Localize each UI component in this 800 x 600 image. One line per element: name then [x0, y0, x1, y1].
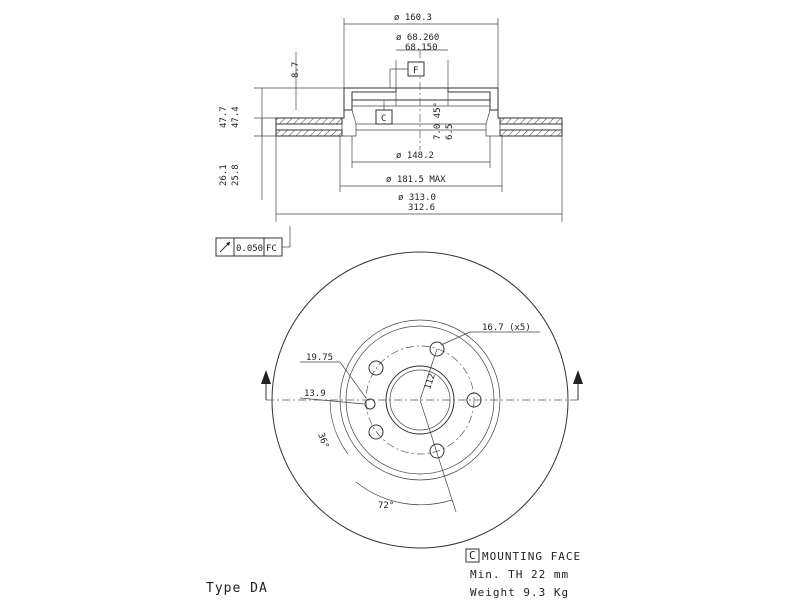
- mounting-face-box: [465, 548, 480, 563]
- runout-ref: FC: [266, 244, 277, 254]
- section-arrow-left: [261, 370, 271, 384]
- bolt-hole: [368, 360, 384, 376]
- mounting-face-box-label: C: [469, 549, 477, 562]
- hat-circle: [339, 319, 501, 481]
- bolt-hole: [368, 424, 384, 440]
- legend: C MOUNTING FACE Min. TH 22 mm Weight 9.3…: [465, 548, 581, 599]
- left-upper-plate: [275, 117, 343, 125]
- dim-angle-36: 36°: [315, 432, 330, 451]
- dim-angle-7-0: 7.0 45°: [433, 102, 443, 140]
- datum-f-label: F: [413, 66, 418, 76]
- dim-thick-26-1: 26.1: [219, 164, 229, 186]
- dim-hole-16-7: 16.7 (x5): [482, 323, 531, 333]
- dim-dia-68-260: ø 68.260: [396, 33, 439, 43]
- dim-thick-25-8: 25.8: [231, 164, 241, 186]
- type-label: Type DA: [206, 581, 268, 596]
- dim-hole-13-9: 13.9: [304, 389, 326, 399]
- weight-label: Weight 9.3 Kg: [470, 586, 569, 599]
- right-upper-plate: [499, 117, 563, 125]
- runout-value: 0.050: [236, 244, 263, 254]
- datum-c-label: C: [381, 114, 386, 124]
- min-thickness-label: Min. TH 22 mm: [470, 568, 569, 581]
- bolt-hole: [429, 443, 445, 459]
- section-arrow-right: [573, 370, 583, 384]
- dim-dia-148-2: ø 148.2: [396, 151, 434, 161]
- front-view: 16.7 (x5) 19.75 13.9 112 36° 72°: [261, 251, 583, 549]
- dim-pcd-112: 112: [423, 372, 438, 391]
- dim-angle-6-5: 6.5: [445, 124, 455, 140]
- runout-tolerance-frame: 0.050 FC: [215, 226, 291, 257]
- dim-height-8-7: 8.7: [291, 62, 301, 78]
- dim-dia-313-0: ø 313.0: [398, 193, 436, 203]
- dim-hole-19-75: 19.75: [306, 353, 333, 363]
- locating-hole: [364, 398, 376, 410]
- dim-dia-312-6: 312.6: [408, 203, 435, 213]
- dim-dia-160-3: ø 160.3: [394, 13, 432, 23]
- mounting-face-label: MOUNTING FACE: [482, 550, 581, 563]
- section-view: ø 160.3 ø 68.260 68.150 F C 8.7 47.7 47.…: [215, 13, 563, 257]
- dim-dia-181-5: ø 181.5 MAX: [386, 175, 446, 185]
- left-lower-plate: [275, 129, 343, 137]
- right-lower-plate: [499, 129, 563, 137]
- dim-height-47-4: 47.4: [231, 106, 241, 128]
- bolt-hole: [429, 341, 445, 357]
- dim-angle-72: 72°: [378, 501, 394, 511]
- dim-height-47-7: 47.7: [219, 106, 229, 128]
- dim-dia-68-150: 68.150: [405, 43, 438, 53]
